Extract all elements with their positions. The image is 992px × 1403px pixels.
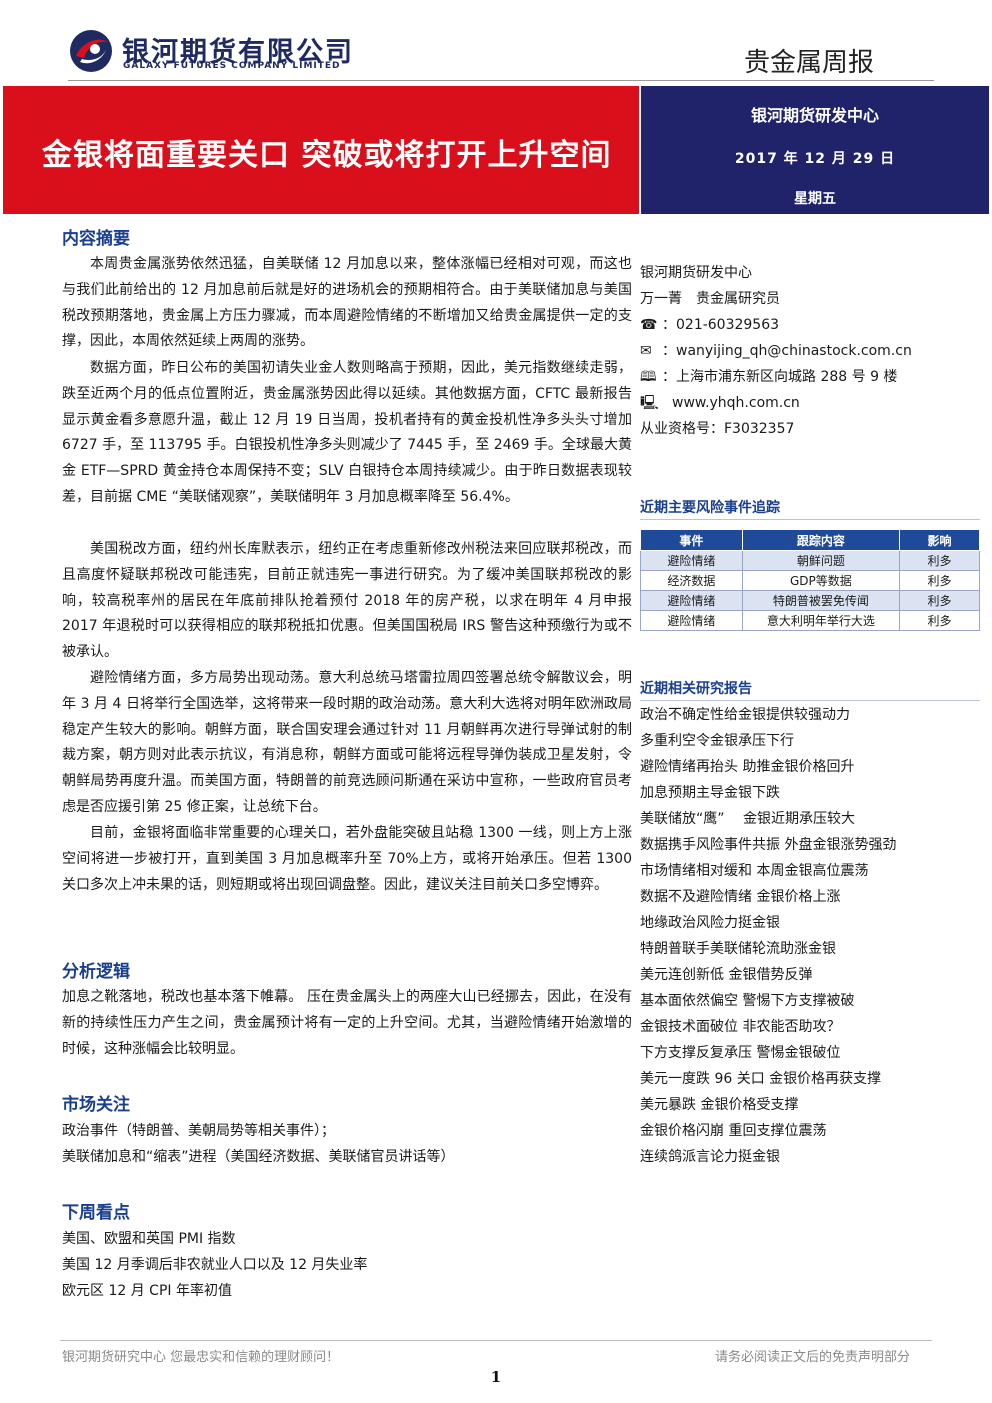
info-banner: 银河期货研发中心 2017 年 12 月 29 日 星期五 (641, 86, 989, 214)
summary-paragraph: 目前，金银将面临非常重要的心理关口，若外盘能突破且站稳 1300 一线，则上方上… (62, 825, 632, 893)
table-cell: 利多 (898, 610, 981, 631)
report-link[interactable]: 金银价格闪崩 重回支撑位震荡 (640, 1123, 827, 1139)
report-link[interactable]: 下方支撑反复承压 警惕金银破位 (640, 1045, 841, 1061)
report-link[interactable]: 数据不及避险情绪 金银价格上涨 (640, 889, 841, 905)
contact-website[interactable]: www.yhqh.com.cn (672, 395, 800, 411)
report-link[interactable]: 避险情绪再抬头 助推金银价格回升 (640, 759, 855, 775)
report-link[interactable]: 美元一度跌 96 关口 金银价格再获支撑 (640, 1071, 882, 1087)
table-row: 避险情绪 特朗普被罢免传闻 利多 (640, 590, 981, 611)
table-row: 经济数据 GDP等数据 利多 (640, 570, 981, 591)
report-link[interactable]: 美联储放“鹰” 金银近期承压较大 (640, 811, 855, 827)
company-logo: 银河期货有限公司 GALAXY FUTURES COMPANY LIMITED (68, 28, 358, 74)
table-cell: 意大利明年举行大选 (741, 610, 900, 631)
contact-email[interactable]: ：wanyijing_qh@chinastock.com.cn (662, 343, 912, 359)
footer-divider (60, 1340, 932, 1341)
next-week-item: 美国 12 月季调后非农就业人口以及 12 月失业率 (62, 1257, 368, 1273)
report-link[interactable]: 市场情绪相对缓和 本周金银高位震荡 (640, 863, 869, 879)
next-week-item: 欧元区 12 月 CPI 年率初值 (62, 1283, 232, 1299)
table-cell: 特朗普被罢免传闻 (741, 590, 900, 611)
table-header-cell: 事件 (640, 529, 743, 551)
section-title-focus: 市场关注 (62, 1095, 130, 1115)
contact-phone: ：021-60329563 (662, 317, 780, 333)
report-link[interactable]: 特朗普联手美联储轮流助涨金银 (640, 941, 836, 957)
report-date: 2017 年 12 月 29 日 (734, 151, 896, 167)
focus-item: 政治事件（特朗普、美朝局势等相关事件）； (62, 1123, 335, 1139)
reports-section-title: 近期相关研究报告 (640, 681, 752, 697)
table-header-cell: 影响 (898, 529, 981, 551)
institute-name: 银河期货研发中心 (750, 106, 879, 125)
focus-item: 美联储加息和“缩表”进程（美国经济数据、美联储官员讲话等） (62, 1149, 455, 1165)
footer-disclaimer-note: 请务必阅读正文后的免责声明部分 (714, 1350, 910, 1365)
risk-section-title: 近期主要风险事件追踪 (640, 500, 780, 516)
address-book-icon: 🕮 (640, 369, 657, 385)
report-link[interactable]: 美元连创新低 金银借势反弹 (640, 967, 813, 983)
section-title-next-week: 下周看点 (62, 1203, 130, 1223)
next-week-item: 美国、欧盟和英国 PMI 指数 (62, 1231, 236, 1247)
table-cell: 朝鲜问题 (741, 550, 900, 571)
table-row: 避险情绪 意大利明年举行大选 利多 (640, 610, 981, 631)
table-cell: 避险情绪 (640, 550, 743, 571)
phone-icon: ☎ (640, 317, 658, 333)
report-link[interactable]: 多重利空令金银承压下行 (640, 733, 794, 749)
report-link[interactable]: 基本面依然偏空 警惕下方支撑被破 (640, 993, 855, 1009)
contact-website-row: 🖳 www.yhqh.com.cn (640, 392, 800, 416)
report-link[interactable]: 地缘政治风险力挺金银 (640, 915, 780, 931)
report-link[interactable]: 数据携手风险事件共振 外盘金银涨势强劲 (640, 837, 897, 853)
report-link[interactable]: 政治不确定性给金银提供较强动力 (640, 707, 850, 723)
table-cell: 经济数据 (640, 570, 743, 591)
contact-analyst: 万一菁 贵金属研究员 (640, 291, 780, 307)
table-cell: GDP等数据 (741, 570, 900, 591)
table-header-row: 事件 跟踪内容 影响 (640, 529, 981, 551)
risk-divider (640, 519, 980, 520)
title-banner (3, 86, 639, 214)
company-name-cn: 银河期货有限公司 (122, 37, 354, 68)
logic-paragraph: 加息之靴落地，税改也基本落下帷幕。 压在贵金属头上的两座大山已经挪去，因此，在没… (62, 989, 632, 1057)
page-number: 1 (490, 1368, 502, 1386)
report-weekday: 星期五 (794, 191, 836, 207)
table-row: 避险情绪 朝鲜问题 利多 (640, 550, 981, 571)
galaxy-logo-icon (70, 30, 112, 72)
contact-email-row: ✉ ：wanyijing_qh@chinastock.com.cn (640, 340, 912, 360)
email-icon: ✉ (640, 343, 652, 359)
table-cell: 避险情绪 (640, 610, 743, 631)
contact-address-row: 🕮 ：上海市浦东新区向城路 288 号 9 楼 (640, 366, 897, 390)
summary-paragraph: 数据方面，昨日公布的美国初请失业金人数则略高于预期，因此，美元指数继续走弱，跌至… (62, 360, 632, 505)
summary-paragraph: 美国税改方面，纽约州长库默表示，纽约正在考虑重新修改州税法来回应联邦税改，而且高… (62, 541, 632, 661)
footer-slogan: 银河期货研究中心 您最忠实和信赖的理财顾问！ (62, 1350, 340, 1365)
table-cell: 利多 (898, 570, 981, 591)
contact-phone-row: ☎：021-60329563 (640, 314, 779, 334)
table-cell: 利多 (898, 550, 981, 571)
table-cell: 避险情绪 (640, 590, 743, 611)
contact-org: 银河期货研发中心 (640, 265, 752, 281)
report-link[interactable]: 连续鸽派言论力挺金银 (640, 1149, 780, 1165)
section-title-summary: 内容摘要 (62, 229, 130, 249)
report-title: 金银将面重要关口 突破或将打开上升空间 (42, 138, 612, 173)
header-divider (68, 80, 934, 81)
table-cell: 利多 (898, 590, 981, 611)
report-link[interactable]: 美元暴跌 金银价格受支撑 (640, 1097, 799, 1113)
summary-paragraph: 本周贵金属涨势依然迅猛，自美联储 12 月加息以来，整体涨幅已经相对可观，而这也… (62, 256, 632, 350)
risk-table: 事件 跟踪内容 影响 避险情绪 朝鲜问题 利多 经济数据 GDP等数据 利多 避… (640, 529, 981, 631)
report-link[interactable]: 金银技术面破位 非农能否助攻？ (640, 1019, 841, 1035)
report-type: 贵金属周报 (743, 48, 874, 78)
reports-divider (640, 700, 980, 701)
contact-license: 从业资格号：F3032357 (640, 421, 795, 437)
computer-icon: 🖳 (640, 395, 659, 411)
contact-address: ：上海市浦东新区向城路 288 号 9 楼 (662, 369, 898, 385)
summary-paragraph: 避险情绪方面，多方局势出现动荡。意大利总统马塔雷拉周四签署总统令解散议会，明年 … (62, 670, 632, 815)
table-header-cell: 跟踪内容 (741, 529, 900, 551)
report-link[interactable]: 加息预期主导金银下跌 (640, 785, 780, 801)
section-title-logic: 分析逻辑 (62, 962, 130, 982)
company-name-en: GALAXY FUTURES COMPANY LIMITED (123, 61, 341, 71)
